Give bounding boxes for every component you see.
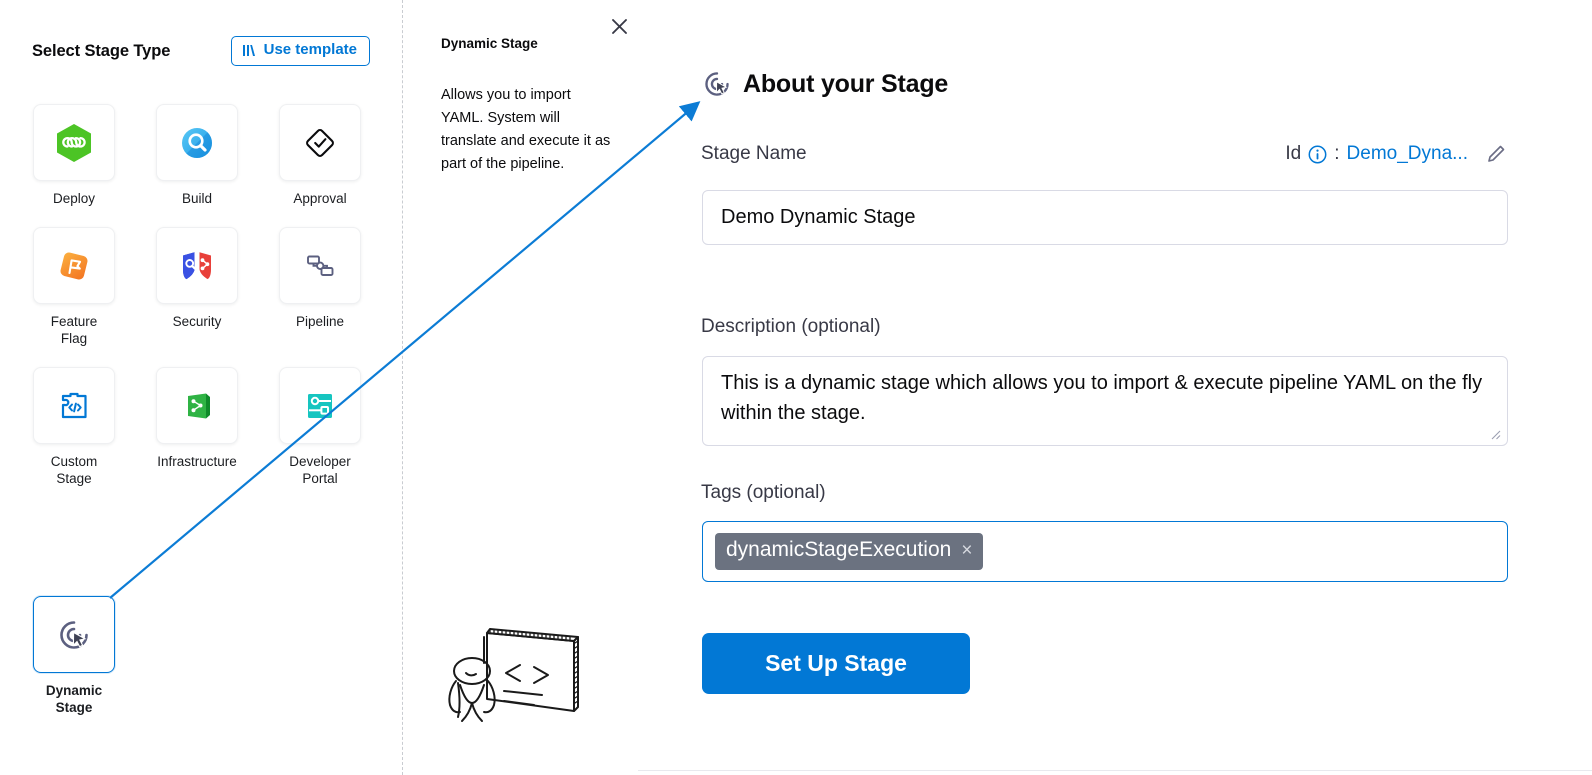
person-presenting-code-board-illustration xyxy=(442,615,592,725)
stage-card-infrastructure-tile[interactable] xyxy=(156,367,238,444)
description-label: Description (optional) xyxy=(701,316,881,338)
stage-card-developer-portal-tile[interactable] xyxy=(279,367,361,444)
tags-input[interactable]: dynamicStageExecution × xyxy=(702,521,1508,582)
stage-card-feature-flag-label: FeatureFlag xyxy=(51,313,98,347)
developer-portal-icon xyxy=(303,389,337,423)
stage-type-grid: Deploy xyxy=(33,104,373,487)
stage-card-custom-stage-label: CustomStage xyxy=(51,453,98,487)
use-template-button[interactable]: Use template xyxy=(231,36,370,66)
approval-diamond-check-icon xyxy=(302,125,338,161)
stage-card-approval-tile[interactable] xyxy=(279,104,361,181)
template-bars-icon xyxy=(242,44,258,57)
stage-card-build-tile[interactable] xyxy=(156,104,238,181)
infrastructure-cube-icon xyxy=(180,389,214,423)
select-stage-type-panel: Select Stage Type Use template xyxy=(0,0,402,775)
set-up-stage-button[interactable]: Set Up Stage xyxy=(702,633,970,694)
left-panel-header: Select Stage Type Use template xyxy=(32,36,370,66)
stage-info-title: Dynamic Stage xyxy=(441,36,538,51)
stage-card-infrastructure-label: Infrastructure xyxy=(157,453,237,470)
dynamic-stage-cursor-target-icon xyxy=(55,616,93,654)
stage-card-custom-stage-tile[interactable] xyxy=(33,367,115,444)
stage-card-pipeline-tile[interactable] xyxy=(279,227,361,304)
stage-card-feature-flag-tile[interactable] xyxy=(33,227,115,304)
stage-card-security[interactable]: Security xyxy=(156,227,238,347)
textarea-resize-handle[interactable] xyxy=(1489,428,1501,440)
feature-flag-icon xyxy=(56,248,92,284)
stage-card-security-tile[interactable] xyxy=(156,227,238,304)
tag-chip-label: dynamicStageExecution xyxy=(726,537,951,563)
stage-card-developer-portal[interactable]: DeveloperPortal xyxy=(279,367,361,487)
stage-info-description: Allows you to import YAML. System will t… xyxy=(441,84,611,176)
stage-card-deploy[interactable]: Deploy xyxy=(33,104,115,207)
stage-card-pipeline[interactable]: Pipeline xyxy=(279,227,361,347)
security-shields-icon xyxy=(178,248,216,284)
description-textarea[interactable] xyxy=(702,356,1508,446)
tag-remove-icon[interactable]: × xyxy=(961,541,972,560)
pipeline-nodes-icon xyxy=(302,249,338,283)
close-icon[interactable] xyxy=(607,14,631,38)
tags-label: Tags (optional) xyxy=(701,482,826,504)
stage-card-deploy-tile[interactable] xyxy=(33,104,115,181)
deploy-hexagon-infinity-icon xyxy=(55,123,93,163)
stage-card-developer-portal-label: DeveloperPortal xyxy=(289,453,351,487)
stage-card-dynamic-stage[interactable]: DynamicStage xyxy=(33,596,115,716)
stage-card-custom-stage[interactable]: CustomStage xyxy=(33,367,115,487)
stage-info-panel: Dynamic Stage Allows you to import YAML.… xyxy=(402,0,638,775)
stage-card-infrastructure[interactable]: Infrastructure xyxy=(156,367,238,487)
stage-card-dynamic-stage-label: DynamicStage xyxy=(46,682,102,716)
build-magnifier-icon xyxy=(179,125,215,161)
page-title: Select Stage Type xyxy=(32,42,170,61)
stage-card-deploy-label: Deploy xyxy=(53,190,95,207)
stage-card-build[interactable]: Build xyxy=(156,104,238,207)
stage-card-approval[interactable]: Approval xyxy=(279,104,361,207)
stage-card-approval-label: Approval xyxy=(293,190,346,207)
stage-card-dynamic-stage-tile[interactable] xyxy=(33,596,115,673)
stage-card-feature-flag[interactable]: FeatureFlag xyxy=(33,227,115,347)
use-template-label: Use template xyxy=(264,41,357,60)
bottom-divider xyxy=(638,770,1592,771)
tag-chip[interactable]: dynamicStageExecution × xyxy=(715,533,983,569)
stage-card-pipeline-label: Pipeline xyxy=(296,313,344,330)
stage-card-security-label: Security xyxy=(173,313,222,330)
stage-card-build-label: Build xyxy=(182,190,212,207)
custom-stage-puzzle-code-icon xyxy=(57,389,91,423)
